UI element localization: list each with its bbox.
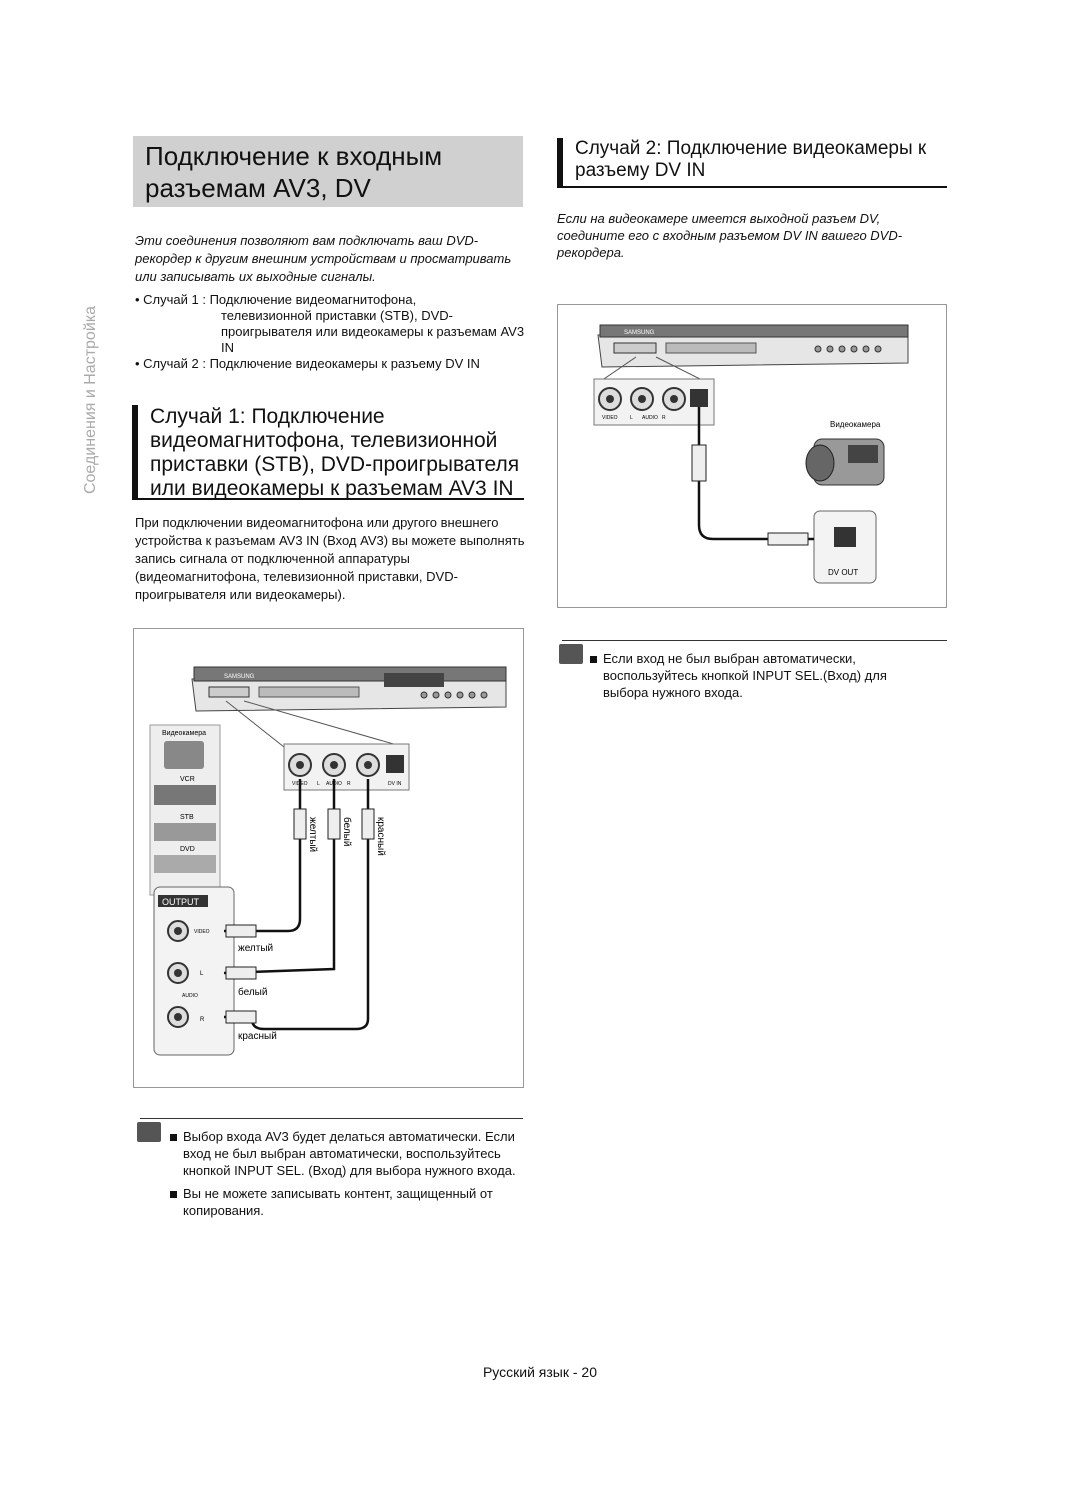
- note-pencil-icon: [137, 1122, 161, 1142]
- section1-rule: [132, 498, 524, 500]
- notes1: Выбор входа AV3 будет делаться автоматич…: [170, 1128, 520, 1225]
- note2-item1-text: Если вход не был выбран автоматически, в…: [603, 651, 887, 700]
- section2-intro: Если на видеокамере имеется выходной раз…: [557, 211, 903, 260]
- device-label-vcr: VCR: [180, 776, 195, 783]
- cable-label-yellow-vertical: желтый: [307, 817, 318, 852]
- bullet-case-1-cont: телевизионной приставки (STB), DVD-проиг…: [221, 308, 525, 355]
- device-label-stb: STB: [180, 814, 194, 821]
- bullet-case-1: • Случай 1 : Подключение видеомагнитофон…: [135, 292, 525, 308]
- output-jack-r: R: [200, 1017, 205, 1023]
- camcorder-illustration: [805, 438, 885, 486]
- dv-cable: [697, 407, 814, 541]
- cable-label-red: красный: [238, 1031, 277, 1042]
- bullet-square-icon: [590, 656, 597, 664]
- notes1-rule: [140, 1118, 523, 1119]
- note-pencil-icon-2: [559, 644, 583, 664]
- case-bullets: • Случай 1 : Подключение видеомагнитофон…: [135, 292, 525, 372]
- dv-jack-label-video: VIDEO: [602, 415, 618, 421]
- camcorder-label: Видеокамера: [830, 420, 881, 429]
- output-jack-audio: AUDIO: [182, 993, 198, 999]
- page-title-box: Подключение к входным разъемам AV3, DV: [133, 136, 523, 207]
- recorder-illustration: SAMSUNG: [191, 666, 507, 712]
- jack-label-l: L: [317, 781, 320, 787]
- jack-label-dv-in: DV IN: [388, 781, 402, 787]
- dv-out-panel: DV OUT: [813, 510, 877, 584]
- section2-heading-box: Случай 2: Подключение видеокамеры к разъ…: [557, 138, 947, 186]
- section2-rule: [557, 186, 947, 188]
- dv-jack-label-l: L: [630, 415, 633, 421]
- notes2-rule: [562, 640, 947, 641]
- section1-heading-box: Случай 1: Подключение видеомагнитофона, …: [132, 405, 524, 500]
- note1-item1: Выбор входа AV3 будет делаться автоматич…: [170, 1128, 520, 1179]
- jack-label-r: R: [347, 781, 351, 787]
- bullet-case-1-label: • Случай 1: [135, 292, 199, 307]
- device-label-dvd: DVD: [180, 846, 195, 853]
- bullet-square-icon: [170, 1134, 177, 1142]
- diagram-av3-connection: SAMSUNG VIDEO L AUDIO R DV IN: [133, 628, 524, 1088]
- bullet-case-2-label: • Случай 2: [135, 356, 199, 371]
- intro-text: Эти соединения позволяют вам подключать …: [135, 233, 512, 284]
- cable-label-white: белый: [238, 986, 267, 998]
- note1-item2-text: Вы не можете записывать контент, защищен…: [183, 1186, 493, 1218]
- dv-cable-plugs: [691, 444, 809, 546]
- diagram-dv-connection: SAMSUNG VIDEO L AUDIO R Видеокамера: [557, 304, 947, 608]
- device-label-camcorder: Видеокамера: [162, 730, 206, 737]
- dv-jack-panel: VIDEO L AUDIO R: [593, 378, 715, 426]
- side-tab-label: Соединения и Настройка: [82, 305, 99, 495]
- section1-heading: Случай 1: Подключение видеомагнитофона, …: [150, 405, 520, 500]
- section2-heading: Случай 2: Подключение видеокамеры к разъ…: [575, 138, 927, 181]
- bullet-case-2-text: : Подключение видеокамеры к разъему DV I…: [198, 356, 480, 371]
- note1-item2: Вы не можете записывать контент, защищен…: [170, 1185, 520, 1219]
- dv-out-label: DV OUT: [828, 568, 858, 577]
- cable-label-red-vertical: красный: [375, 817, 386, 856]
- bullet-case-1-text: : Подключение видеомагнитофона,: [198, 292, 417, 307]
- output-label: OUTPUT: [162, 897, 200, 907]
- page-footer: Русский язык - 20: [482, 1364, 598, 1380]
- recorder-brand: SAMSUNG: [224, 674, 255, 680]
- av3-jack-panel: VIDEO L AUDIO R DV IN: [283, 743, 410, 791]
- cable-plugs: [225, 808, 375, 1024]
- diagram-dv-svg: SAMSUNG VIDEO L AUDIO R Видеокамера: [593, 324, 909, 584]
- cable-label-yellow: желтый: [238, 943, 273, 954]
- diagram-av3-svg: SAMSUNG VIDEO L AUDIO R DV IN: [149, 666, 507, 1056]
- output-jack-l: L: [200, 971, 204, 977]
- page-title: Подключение к входным разъемам AV3, DV: [145, 141, 443, 203]
- output-panel: OUTPUT VIDEO L AUDIO R: [153, 886, 235, 1056]
- recorder-illustration-2: SAMSUNG: [597, 324, 909, 368]
- notes2: Если вход не был выбран автоматически, в…: [590, 650, 920, 707]
- dv-jack-label-r: R: [662, 415, 666, 421]
- bullet-case-2: • Случай 2 : Подключение видеокамеры к р…: [135, 356, 525, 372]
- cable-label-white-vertical: белый: [341, 817, 353, 846]
- source-devices: Видеокамера VCR STB DVD: [149, 724, 221, 896]
- output-jack-video: VIDEO: [194, 929, 210, 935]
- bullet-square-icon: [170, 1191, 177, 1199]
- dv-jack-label-audio: AUDIO: [642, 415, 658, 421]
- side-tab: Соединения и Настройка: [62, 300, 120, 500]
- recorder-brand-2: SAMSUNG: [624, 330, 655, 336]
- note2-item1: Если вход не был выбран автоматически, в…: [590, 650, 920, 701]
- note1-item1-text: Выбор входа AV3 будет делаться автоматич…: [183, 1129, 516, 1178]
- section1-body: При подключении видеомагнитофона или дру…: [135, 515, 525, 602]
